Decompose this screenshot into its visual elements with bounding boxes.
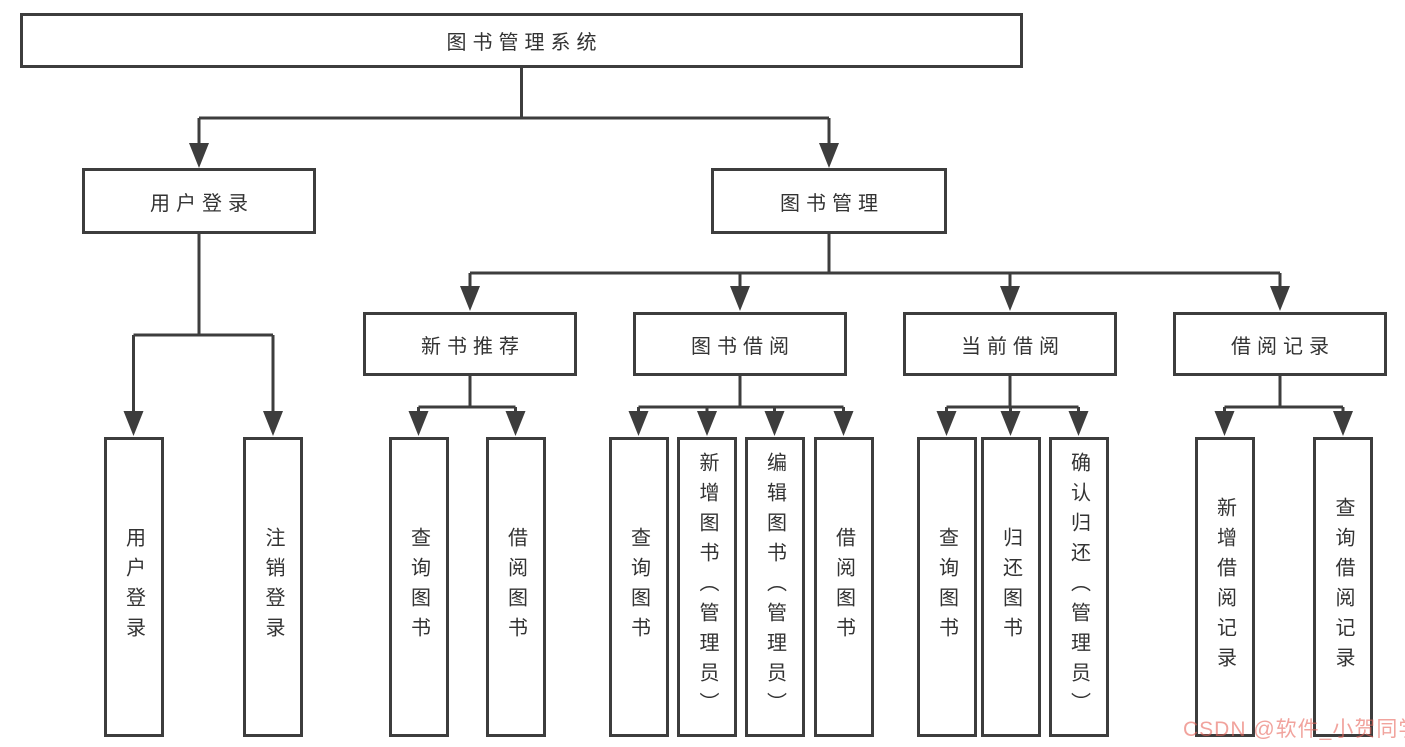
node-label: 归还图书: [999, 527, 1022, 647]
csdn-watermark: CSDN @软件_小贺同学: [1183, 718, 1405, 741]
leaf-borrow-add-book-admin: 新增图书（管理员）: [677, 437, 737, 737]
connector-book-borrow-branch: [637, 375, 845, 422]
arrowhead: [819, 143, 839, 168]
node-root-system: 图书管理系统: [20, 13, 1023, 68]
node-label: 用户登录: [122, 527, 145, 647]
node-new-book-recommend: 新书推荐: [363, 312, 577, 376]
arrowhead: [628, 411, 649, 436]
connector-new-book-branch: [417, 375, 517, 422]
connector-current-borrow-branch: [945, 375, 1080, 422]
arrowhead: [1068, 411, 1089, 436]
arrowhead: [833, 411, 854, 436]
leaf-record-query-borrow-record: 查询借阅记录: [1313, 437, 1373, 737]
arrowhead: [936, 411, 957, 436]
node-label: 查询图书: [935, 527, 958, 647]
node-label: 借阅图书: [504, 527, 527, 647]
node-label: 图书管理: [780, 192, 884, 215]
arrowhead: [505, 411, 526, 436]
leaf-logout: 注销登录: [243, 437, 303, 737]
node-label: 查询借阅记录: [1332, 497, 1354, 677]
node-label: 编辑图书（管理员）: [763, 452, 786, 722]
leaf-record-add-borrow-record: 新增借阅记录: [1194, 437, 1255, 737]
node-label: 图书管理系统: [446, 32, 603, 54]
arrowhead: [697, 411, 717, 436]
node-label: 图书借阅: [691, 335, 795, 358]
arrowhead: [1214, 411, 1235, 436]
node-label: 新增借阅记录: [1213, 497, 1236, 677]
node-book-borrowing: 图书借阅: [633, 312, 847, 376]
arrowhead: [764, 411, 785, 436]
node-label: 用户登录: [150, 192, 254, 215]
connector-book-mgmt-to-level3: [468, 233, 1282, 297]
node-label: 新增图书（管理员）: [696, 452, 718, 722]
arrowhead: [730, 286, 750, 311]
leaf-newbook-query-books: 查询图书: [388, 437, 449, 737]
leaf-user-login: 用户登录: [103, 437, 164, 737]
arrowhead: [408, 411, 429, 436]
leaf-borrow-edit-book-admin: 编辑图书（管理员）: [744, 437, 805, 737]
leaf-current-return-books: 归还图书: [980, 437, 1041, 737]
arrowhead: [1270, 286, 1290, 311]
leaf-newbook-borrow-books: 借阅图书: [485, 437, 546, 737]
arrowhead: [123, 411, 144, 436]
node-user-login: 用户登录: [82, 168, 316, 234]
connector-root-to-level2: [197, 67, 831, 150]
node-label: 新书推荐: [421, 335, 525, 358]
node-label: 注销登录: [262, 527, 284, 647]
node-label: 借阅图书: [832, 527, 855, 647]
node-book-management: 图书管理: [711, 168, 947, 234]
node-borrow-records: 借阅记录: [1173, 312, 1387, 376]
arrowhead: [1333, 411, 1353, 436]
node-label: 借阅记录: [1231, 335, 1335, 358]
connector-borrow-record-branch: [1223, 375, 1345, 422]
leaf-borrow-query-books: 查询图书: [608, 437, 669, 737]
leaf-borrow-borrow-books: 借阅图书: [813, 437, 874, 737]
arrowhead: [1000, 286, 1020, 311]
node-label: 当前借阅: [961, 335, 1065, 358]
arrowhead: [460, 286, 480, 311]
node-label: 确认归还（管理员）: [1067, 452, 1090, 722]
arrowhead: [1000, 411, 1021, 436]
arrowhead: [189, 143, 209, 168]
connector-user-login-branch: [132, 233, 275, 422]
leaf-current-query-books: 查询图书: [916, 437, 977, 737]
leaf-current-confirm-return-admin: 确认归还（管理员）: [1048, 437, 1109, 737]
node-current-borrowing: 当前借阅: [903, 312, 1117, 376]
arrowhead: [263, 411, 283, 436]
node-label: 查询图书: [627, 527, 650, 647]
node-label: 查询图书: [407, 527, 430, 647]
